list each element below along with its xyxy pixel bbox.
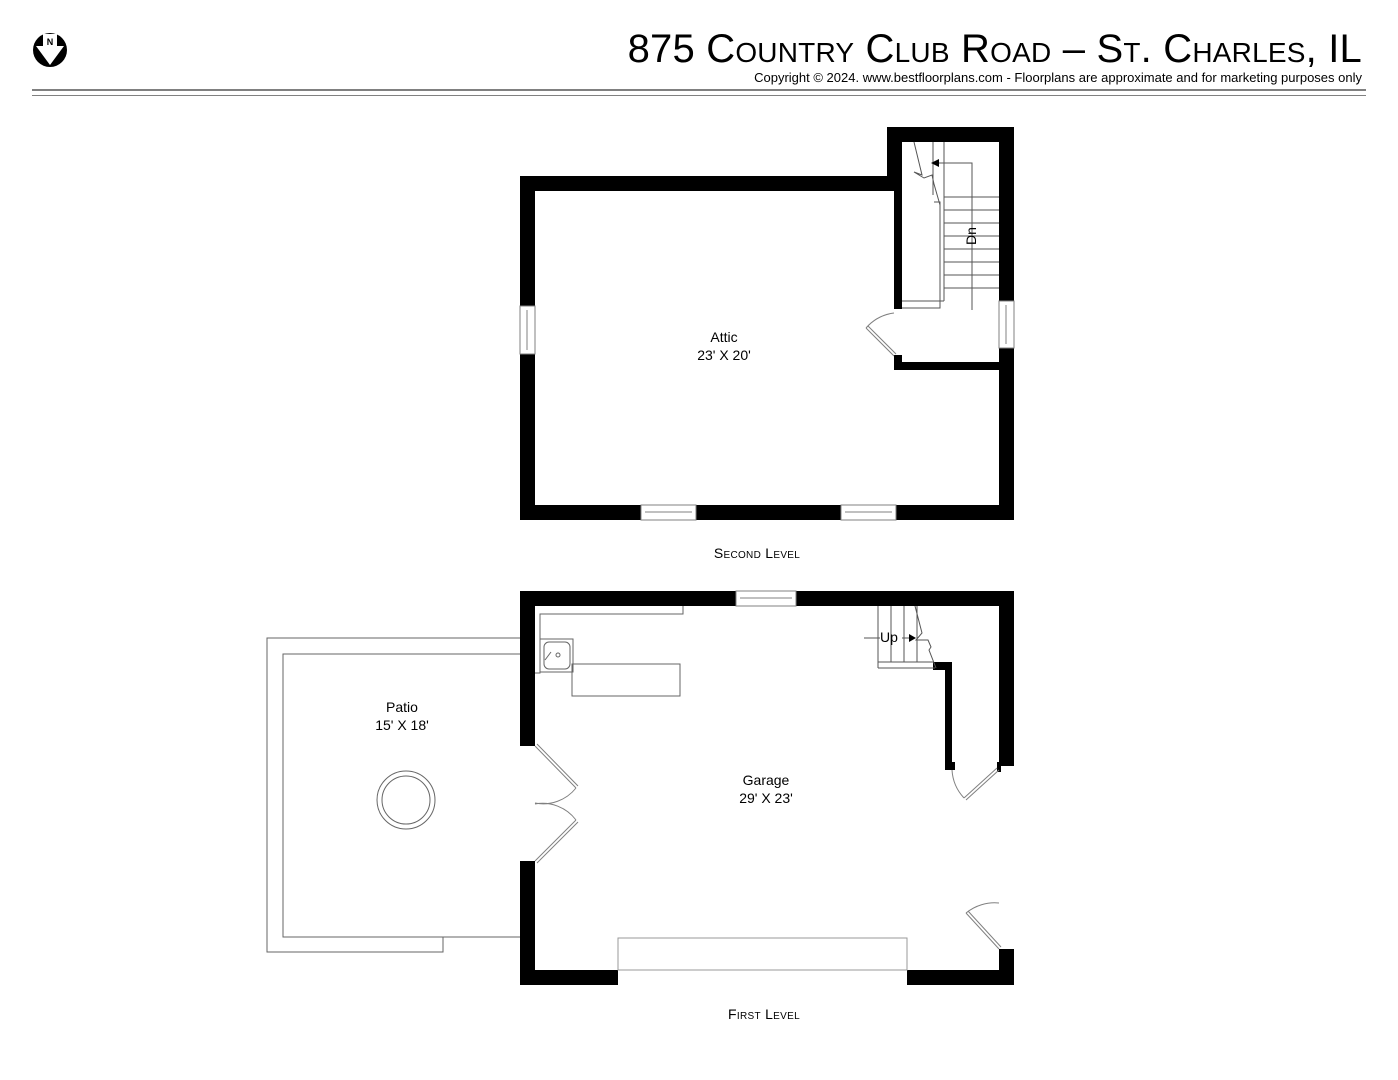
- north-compass-icon: N: [32, 32, 68, 68]
- header-divider-bottom: [32, 95, 1366, 96]
- stairs-up-label: Up: [880, 629, 898, 645]
- room-garage: Garage 29' X 23': [739, 771, 793, 807]
- room-name: Attic: [710, 329, 738, 345]
- room-dimensions: 29' X 23': [739, 790, 793, 806]
- compass-n-label: N: [47, 37, 54, 47]
- room-name: Garage: [742, 772, 790, 788]
- second-level-plan: [519, 127, 1015, 521]
- room-dimensions: 23' X 20': [697, 347, 751, 363]
- second-level-label: Second Level: [713, 545, 801, 561]
- room-attic: Attic 23' X 20': [697, 328, 751, 364]
- first-level-plan: [266, 590, 1014, 985]
- page-title: 875 Country Club Road – St. Charles, IL: [627, 27, 1362, 71]
- room-name: Patio: [386, 699, 418, 715]
- first-level-label: First Level: [728, 1006, 800, 1022]
- copyright-notice: Copyright © 2024. www.bestfloorplans.com…: [754, 70, 1362, 85]
- header-divider-top: [32, 89, 1366, 91]
- room-dimensions: 15' X 18': [375, 717, 429, 733]
- stairs-down-label: Dn: [962, 227, 979, 245]
- room-patio: Patio 15' X 18': [375, 698, 429, 734]
